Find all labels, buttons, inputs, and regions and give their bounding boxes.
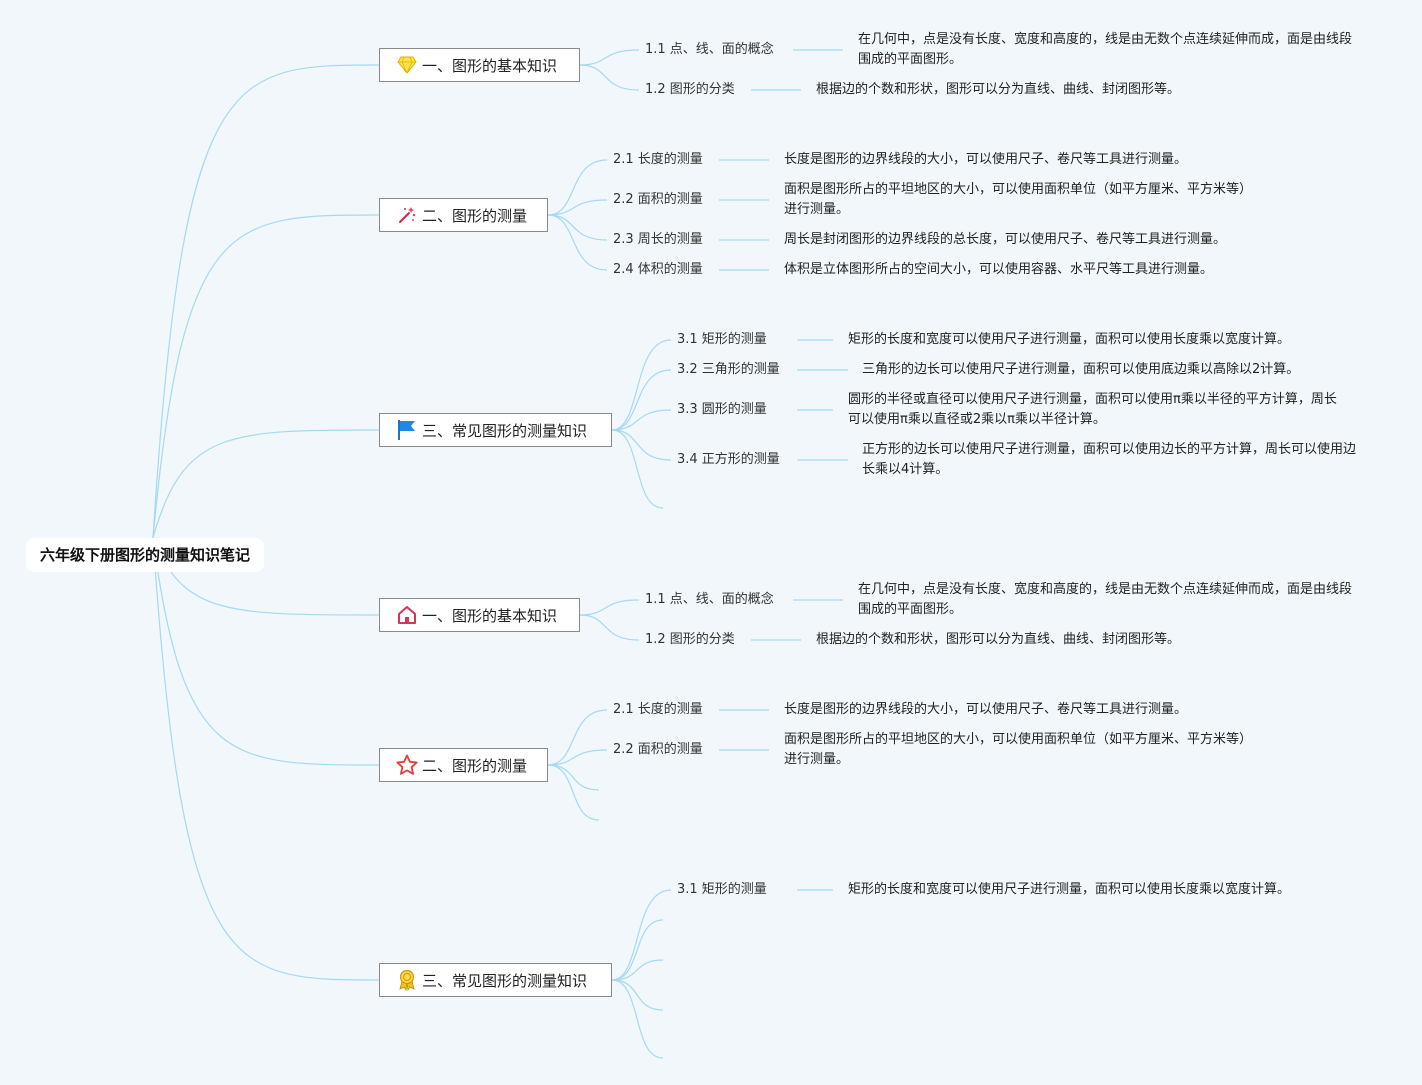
subtopic-label[interactable]: 3.4 正方形的测量: [677, 452, 780, 467]
detail-text: 面积是图形所占的平坦地区的大小，可以使用面积单位（如平方厘米、平方米等）进行测量…: [784, 182, 1253, 217]
detail-text: 矩形的长度和宽度可以使用尺子进行测量，面积可以使用长度乘以宽度计算。: [848, 882, 1291, 897]
star-icon: [396, 754, 418, 776]
detail-text: 在几何中，点是没有长度、宽度和高度的，线是由无数个点连续延伸而成，面是由线段围成…: [858, 582, 1353, 617]
topic-label: 一、图形的基本知识: [422, 56, 558, 75]
root-connector: [152, 537, 380, 981]
subtopic-label[interactable]: 2.2 面积的测量: [613, 192, 703, 207]
branch-connector: [611, 919, 664, 981]
subtopic-label[interactable]: 2.1 长度的测量: [613, 702, 703, 717]
branch-connector: [611, 429, 664, 509]
root-connector: [152, 214, 380, 539]
branch-connector: [611, 979, 664, 1059]
topic-node[interactable]: 一、图形的基本知识: [379, 48, 580, 82]
home-icon: [396, 604, 418, 626]
branch-connector: [611, 369, 672, 431]
detail-text: 三角形的边长可以使用尺子进行测量，面积可以使用底边乘以高除以2计算。: [862, 362, 1300, 377]
subtopic-label[interactable]: 2.3 周长的测量: [613, 232, 703, 247]
subtopic-label[interactable]: 3.3 圆形的测量: [677, 402, 767, 417]
branch-connector: [611, 339, 672, 431]
detail-text: 正方形的边长可以使用尺子进行测量，面积可以使用边长的平方计算，周长可以使用边长乘…: [862, 442, 1357, 477]
topic-node[interactable]: 一、图形的基本知识: [379, 598, 580, 632]
topic-node[interactable]: 三、常见图形的测量知识: [379, 963, 612, 997]
detail-text: 长度是图形的边界线段的大小，可以使用尺子、卷尺等工具进行测量。: [784, 152, 1188, 167]
root-node[interactable]: 六年级下册图形的测量知识笔记: [26, 538, 265, 572]
branch-connector: [547, 764, 600, 821]
branch-connector: [579, 614, 640, 641]
magic-wand-icon: [396, 204, 418, 226]
detail-text: 圆形的半径或直径可以使用尺子进行测量，面积可以使用π乘以半径的平方计算，周长可以…: [848, 392, 1337, 427]
branch-connector: [611, 959, 664, 981]
flag-icon: [396, 419, 418, 441]
branch-connector: [611, 979, 664, 1011]
subtopic-label[interactable]: 2.2 面积的测量: [613, 742, 703, 757]
subtopic-label[interactable]: 1.1 点、线、面的概念: [645, 592, 774, 607]
detail-text: 在几何中，点是没有长度、宽度和高度的，线是由无数个点连续延伸而成，面是由线段围成…: [858, 32, 1353, 67]
topic-label: 一、图形的基本知识: [422, 606, 558, 625]
branch-connector: [611, 409, 672, 431]
detail-text: 根据边的个数和形状，图形可以分为直线、曲线、封闭图形等。: [816, 82, 1181, 97]
topic-node[interactable]: 二、图形的测量: [379, 198, 548, 232]
branch-connector: [547, 214, 608, 241]
branch-connector: [547, 709, 608, 766]
detail-text: 体积是立体图形所占的空间大小，可以使用容器、水平尺等工具进行测量。: [784, 262, 1214, 277]
branch-connector: [579, 49, 640, 66]
branch-connector: [579, 64, 640, 91]
detail-text: 矩形的长度和宽度可以使用尺子进行测量，面积可以使用长度乘以宽度计算。: [848, 332, 1291, 347]
topic-node[interactable]: 三、常见图形的测量知识: [379, 413, 612, 447]
root-connector: [152, 64, 380, 539]
medal-icon: [396, 969, 418, 991]
subtopic-label[interactable]: 3.1 矩形的测量: [677, 332, 767, 347]
topic-node[interactable]: 二、图形的测量: [379, 748, 548, 782]
topic-label: 三、常见图形的测量知识: [422, 971, 588, 990]
subtopic-label[interactable]: 2.4 体积的测量: [613, 262, 703, 277]
branch-connector: [547, 159, 608, 216]
detail-text: 根据边的个数和形状，图形可以分为直线、曲线、封闭图形等。: [816, 632, 1181, 647]
topic-label: 二、图形的测量: [422, 756, 528, 775]
branch-connector: [547, 214, 608, 271]
branch-connector: [547, 764, 600, 791]
branch-connector: [579, 599, 640, 616]
detail-text: 面积是图形所占的平坦地区的大小，可以使用面积单位（如平方厘米、平方米等）进行测量…: [784, 732, 1253, 767]
subtopic-label[interactable]: 3.2 三角形的测量: [677, 362, 780, 377]
detail-text: 长度是图形的边界线段的大小，可以使用尺子、卷尺等工具进行测量。: [784, 702, 1188, 717]
subtopic-label[interactable]: 2.1 长度的测量: [613, 152, 703, 167]
subtopic-label[interactable]: 3.1 矩形的测量: [677, 882, 767, 897]
subtopic-label[interactable]: 1.2 图形的分类: [645, 82, 735, 97]
topic-label: 三、常见图形的测量知识: [422, 421, 588, 440]
root-connector: [152, 429, 380, 539]
branch-connector: [611, 889, 672, 981]
branch-connector: [547, 749, 608, 766]
subtopic-label[interactable]: 1.1 点、线、面的概念: [645, 42, 774, 57]
diamond-icon: [396, 54, 418, 76]
detail-text: 周长是封闭图形的边界线段的总长度，可以使用尺子、卷尺等工具进行测量。: [784, 232, 1227, 247]
subtopic-label[interactable]: 1.2 图形的分类: [645, 632, 735, 647]
branch-connector: [547, 199, 608, 216]
topic-label: 二、图形的测量: [422, 206, 528, 225]
branch-connector: [611, 429, 672, 461]
root-connector: [152, 537, 380, 766]
